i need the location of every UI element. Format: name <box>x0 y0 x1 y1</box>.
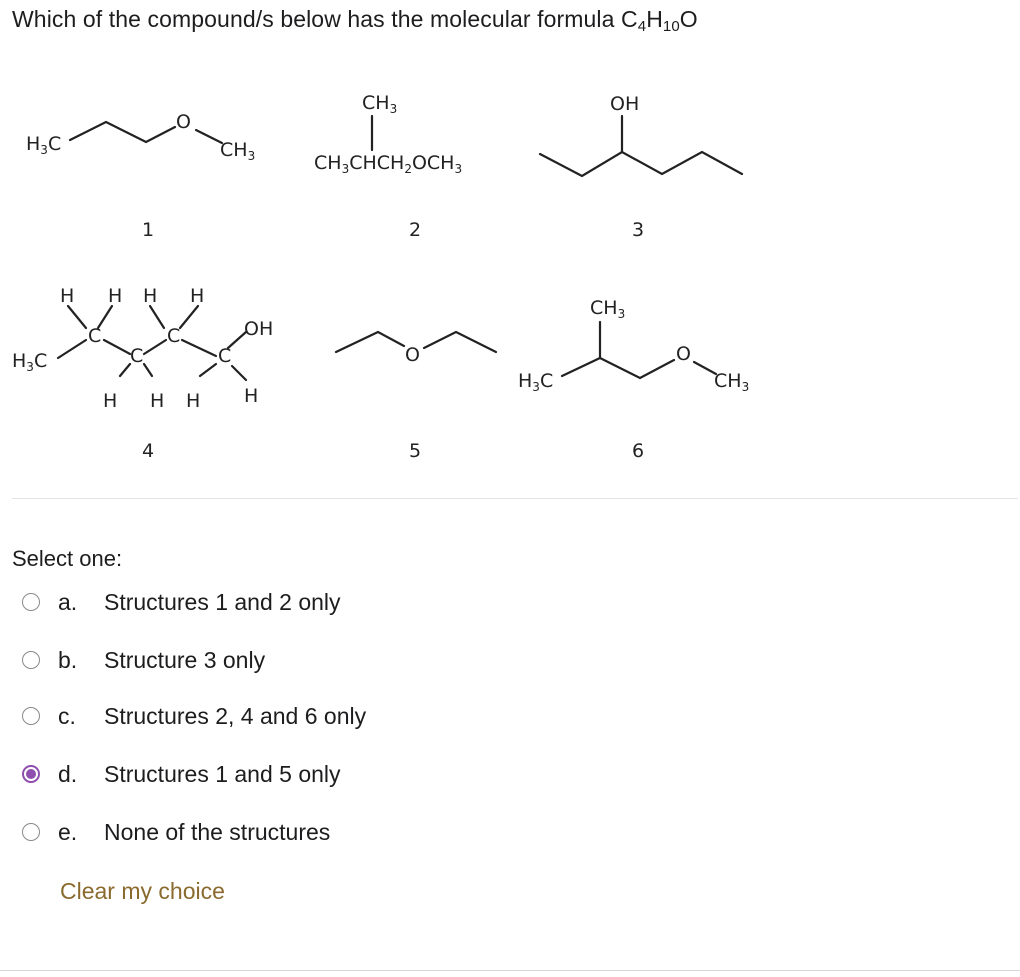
s4-h-label-5: H <box>103 390 117 412</box>
radio-icon[interactable] <box>22 593 40 611</box>
structure-4: H H H H C C C C H3C OH H H H H <box>12 285 273 462</box>
s6-oxygen-label: O <box>676 343 691 365</box>
radio-checked-icon[interactable] <box>22 765 40 783</box>
s4-h-label-4: H <box>190 285 204 307</box>
option-letter: c. <box>58 702 76 729</box>
option-c[interactable]: c. Structures 2, 4 and 6 only <box>22 699 366 733</box>
s4-bond-h4 <box>178 304 200 330</box>
option-text: None of the structures <box>104 818 331 845</box>
s4-c-label-1: C <box>88 325 101 347</box>
s2-formula-label: CH3CHCH2OCH3 <box>314 152 462 176</box>
s2-number: 2 <box>409 219 421 241</box>
radio-icon[interactable] <box>22 651 40 669</box>
s4-bond-oh <box>226 330 248 350</box>
s1-number: 1 <box>142 219 154 241</box>
formula-subscript-h: 10 <box>662 18 680 35</box>
select-one-prompt: Select one: <box>12 546 123 571</box>
s5-left-bond <box>334 330 406 354</box>
s3-number: 3 <box>632 219 644 241</box>
formula-subscript-c: 4 <box>637 18 647 35</box>
s4-h3c-label: H3C <box>12 350 47 374</box>
s4-c-label-2: C <box>167 325 180 347</box>
s5-right-bond <box>422 330 498 354</box>
s4-bond-c4 <box>180 338 218 358</box>
option-letter: a. <box>58 588 78 615</box>
s4-bond-h3 <box>148 304 166 330</box>
s1-ch3-label: CH3 <box>220 139 255 163</box>
s6-ch3-top-label: CH3 <box>590 297 625 321</box>
structure-3: OH 3 <box>538 93 744 241</box>
option-text: Structures 2, 4 and 6 only <box>104 702 367 729</box>
s4-bond-c2 <box>102 338 132 356</box>
s3-oh-label: OH <box>610 93 639 115</box>
s6-ch3-label: CH3 <box>714 370 749 394</box>
s1-o-bond <box>194 128 224 145</box>
option-letter: d. <box>58 760 78 787</box>
s4-bond-c1 <box>56 338 88 360</box>
s4-bond-h6 <box>142 362 154 378</box>
s4-bond-h1 <box>66 304 88 330</box>
s4-bond-h5 <box>118 362 132 378</box>
question-prefix: Which of the compound/s below has the mo… <box>12 6 638 32</box>
option-e[interactable]: e. None of the structures <box>22 815 330 849</box>
option-text: Structures 1 and 5 only <box>104 760 341 787</box>
s4-h-label-2: H <box>108 285 122 307</box>
s5-number: 5 <box>409 440 421 462</box>
formula-h: H <box>646 6 663 32</box>
radio-icon[interactable] <box>22 823 40 841</box>
s4-c-label-3: C <box>130 345 143 367</box>
structures-svg: H3C O CH3 1 CH3 CH3CHCH2OCH3 2 OH 3 H H … <box>12 92 749 462</box>
radio-icon[interactable] <box>22 707 40 725</box>
structures-figure: H3C O CH3 1 CH3 CH3CHCH2OCH3 2 OH 3 H H … <box>0 70 1020 490</box>
s4-oh-label: OH <box>244 318 273 340</box>
bottom-divider <box>0 970 1020 971</box>
s6-chain-bond <box>560 356 676 380</box>
s6-h3c-label: H3C <box>518 370 553 394</box>
s4-h-label-6: H <box>150 390 164 412</box>
structure-2: CH3 CH3CHCH2OCH3 2 <box>314 92 462 241</box>
option-a[interactable]: a. Structures 1 and 2 only <box>22 585 341 619</box>
s4-bond-c3 <box>142 338 168 356</box>
s4-h-label-3: H <box>143 285 157 307</box>
s4-number: 4 <box>142 440 154 462</box>
question-text: Which of the compound/s below has the mo… <box>12 6 698 35</box>
s5-oxygen-label: O <box>405 344 420 366</box>
s4-bond-h7 <box>198 362 218 378</box>
s4-bond-h8 <box>230 364 248 382</box>
s2-ch3-top-label: CH3 <box>362 92 397 116</box>
structure-1: H3C O CH3 1 <box>26 111 255 241</box>
s3-chain-bond <box>538 150 744 178</box>
clear-choice-link[interactable]: Clear my choice <box>60 878 225 904</box>
s6-number: 6 <box>632 440 644 462</box>
option-text: Structure 3 only <box>104 646 266 673</box>
option-b[interactable]: b. Structure 3 only <box>22 643 265 677</box>
option-text: Structures 1 and 2 only <box>104 588 341 615</box>
s4-h-label-7: H <box>186 390 200 412</box>
s4-c-label-4: C <box>218 345 231 367</box>
s4-h-label-8: H <box>244 385 258 407</box>
s4-bond-h2 <box>96 304 114 330</box>
s1-chain-bond <box>68 120 177 144</box>
option-letter: e. <box>58 818 78 845</box>
structure-5: O 5 <box>334 330 498 462</box>
s1-h3c-label: H3C <box>26 133 61 157</box>
structure-6: CH3 H3C O CH3 6 <box>518 297 749 462</box>
option-letter: b. <box>58 646 78 673</box>
option-d[interactable]: d. Structures 1 and 5 only <box>22 757 341 791</box>
divider <box>12 498 1018 499</box>
s1-oxygen-label: O <box>176 111 191 133</box>
formula-o: O <box>679 6 698 32</box>
s4-h-label-1: H <box>60 285 74 307</box>
s6-o-bond <box>692 360 718 376</box>
